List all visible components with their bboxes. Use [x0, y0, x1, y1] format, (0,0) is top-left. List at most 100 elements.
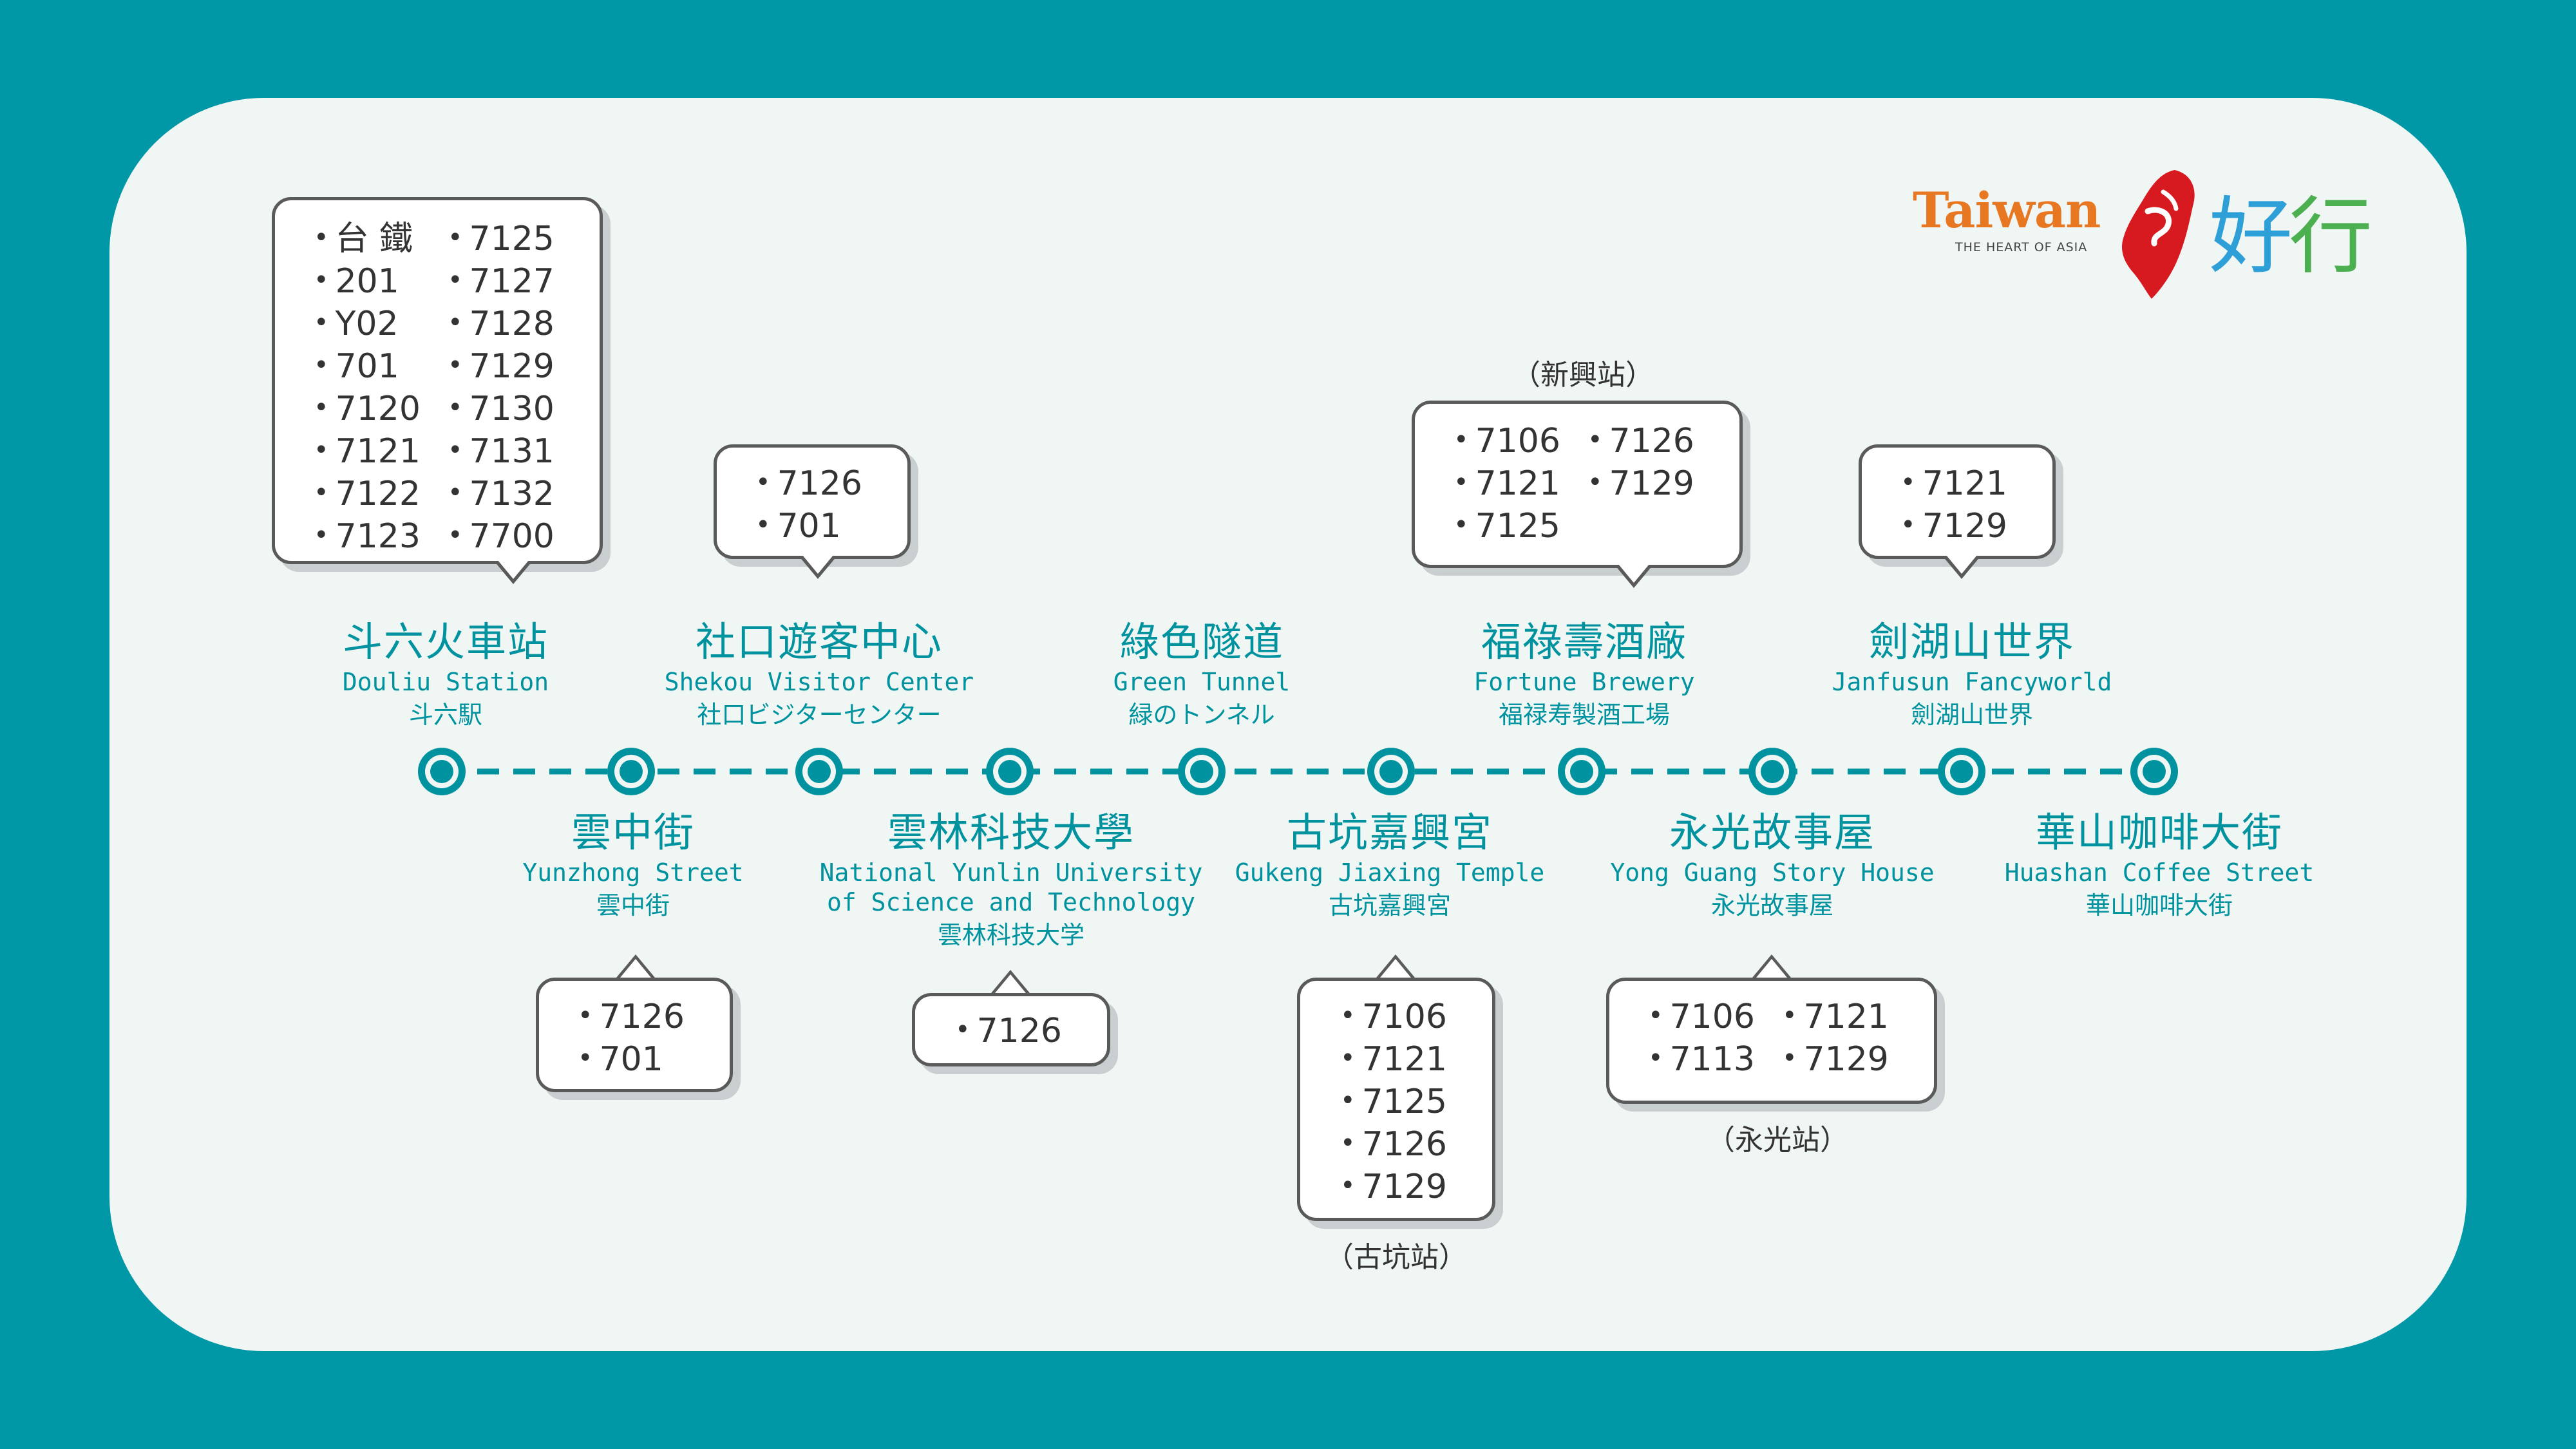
transfer-bubble-yong-guang: 7106 7113 7121 7129 [1606, 954, 1937, 1104]
station-yong-guang: 永光故事屋 Yong Guang Story House 永光故事屋 [1610, 808, 1934, 923]
station-node-dot-6 [1379, 760, 1403, 783]
transfer-route: 7113 [1648, 1037, 1755, 1080]
transfer-route: 7129 [1587, 462, 1694, 504]
station-name-jp: 古坑嘉興宮 [1328, 891, 1451, 920]
transfer-route: 7121 [1900, 462, 2052, 504]
transfer-list: 7121 7129 [1782, 995, 1889, 1080]
station-name-zh: 劍湖山世界 [1868, 618, 2075, 665]
transfer-route: 7126 [1340, 1122, 1492, 1165]
transfer-route: 7106 [1648, 995, 1755, 1037]
transfer-route: 台 鐵 [314, 217, 421, 260]
station-name-en: Douliu Station [342, 668, 549, 696]
transfer-route: 7125 [1454, 504, 1560, 547]
transfer-route: 7121 [1782, 995, 1889, 1037]
transfer-route: 7126 [578, 995, 730, 1037]
transfer-list: 7126 701 [755, 462, 907, 547]
station-name-en: National Yunlin University [819, 858, 1203, 887]
station-node-dot-1 [430, 760, 453, 783]
station-name-jp: 雲林科技大学 [937, 921, 1085, 949]
transfer-route: 7106 [1340, 995, 1492, 1037]
transfer-bubble-shekou: 7126 701 [714, 444, 911, 579]
transfer-list: 7126 7129 [1587, 419, 1694, 547]
transfer-list: 7106 7113 [1648, 995, 1755, 1080]
transfer-route: 201 [314, 260, 421, 302]
transfer-bubble-gukeng: 7106 7121 7125 7126 7129 [1297, 954, 1495, 1221]
transfer-route: 7122 [314, 472, 421, 515]
transfer-route: 7121 [314, 430, 421, 472]
transfer-route: Y02 [314, 302, 421, 345]
transfer-route: 7129 [1782, 1037, 1889, 1080]
station-name-zh: 古坑嘉興宮 [1286, 809, 1493, 856]
station-name-en: Green Tunnel [1113, 668, 1291, 696]
station-name-zh: 綠色隧道 [1119, 618, 1285, 665]
station-node-dot-9 [1950, 760, 1973, 783]
logo-xing: 行 [2289, 187, 2372, 285]
transfer-route: 7129 [1340, 1165, 1492, 1208]
transfer-route: 7126 [955, 1009, 1107, 1052]
logo-brand: Taiwan [1913, 182, 2101, 239]
station-name-en-line2: of Science and Technology [827, 888, 1195, 916]
station-node-dot-5 [1190, 760, 1213, 783]
station-name-en: Yong Guang Story House [1610, 858, 1935, 887]
transfer-list: 台 鐵 201 Y02 701 7120 7121 7122 7123 [314, 217, 421, 557]
transfer-route: 7126 [755, 462, 907, 504]
station-node-dot-2 [620, 760, 643, 783]
transfer-bubble-yuntech: 7126 [912, 970, 1110, 1066]
station-name-en: Fortune Brewery [1473, 668, 1695, 696]
station-name-zh: 永光故事屋 [1669, 809, 1876, 856]
station-gukeng-jiaxing: 古坑嘉興宮 Gukeng Jiaxing Temple 古坑嘉興宮 [1235, 808, 1544, 923]
transfer-route: 7129 [1900, 504, 2052, 547]
transfer-route: 7130 [448, 387, 554, 430]
logo-hao: 好 [2209, 187, 2293, 285]
taiwan-tourist-shuttle-logo: Taiwan THE HEART OF ASIA 好行 [1906, 160, 2409, 308]
transfer-route: 7128 [448, 302, 554, 345]
station-yunzhong: 雲中街 Yunzhong Street 雲中街 [522, 808, 743, 923]
station-name-zh: 雲中街 [571, 809, 696, 856]
stop-note-gukeng: （古坑站） [1325, 1241, 1467, 1274]
transfer-route: 7120 [314, 387, 421, 430]
station-name-en: Yunzhong Street [522, 858, 744, 887]
station-name-jp: 斗六駅 [408, 701, 483, 729]
station-douliu: 斗六火車站 Douliu Station 斗六駅 [343, 617, 549, 733]
station-name-zh: 華山咖啡大街 [2035, 809, 2283, 856]
transfer-route: 7125 [1340, 1080, 1492, 1122]
station-fortune-brewery: 福祿壽酒廠 Fortune Brewery 福禄寿製酒工場 [1473, 617, 1694, 733]
station-name-jp: 華山咖啡大街 [2085, 891, 2233, 920]
station-name-jp: 福禄寿製酒工場 [1498, 701, 1671, 729]
station-node-dot-3 [808, 760, 831, 783]
transfer-route: 7700 [448, 515, 554, 557]
station-name-jp: 雲中街 [596, 891, 670, 920]
transfer-bubble-fortune-brewery: 7106 7121 7125 7126 7129 [1412, 401, 1743, 588]
transfer-route: 7132 [448, 472, 554, 515]
station-name-en: Huashan Coffee Street [2004, 858, 2315, 887]
transfer-route: 7127 [448, 260, 554, 302]
transfer-bubble-yunzhong: 7126 701 [536, 954, 733, 1092]
transfer-route: 701 [755, 504, 907, 547]
station-shekou: 社口遊客中心 Shekou Visitor Center 社口ビジターセンター [665, 617, 974, 733]
station-name-en: Janfusun Fancyworld [1832, 668, 2112, 696]
stop-note-yong-guang: （永光站） [1707, 1124, 1848, 1157]
transfer-list: 7106 7121 7125 [1454, 419, 1560, 547]
transfer-route: 7121 [1340, 1037, 1492, 1080]
station-name-en: Gukeng Jiaxing Temple [1235, 858, 1545, 887]
transfer-list: 7126 701 [578, 995, 730, 1080]
station-huashan: 華山咖啡大街 Huashan Coffee Street 華山咖啡大街 [2005, 808, 2314, 923]
stop-note-xinxing: （新興站） [1512, 359, 1654, 392]
station-node-dot-4 [998, 760, 1021, 783]
transfer-list: 7106 7121 7125 7126 7129 [1340, 995, 1492, 1208]
transfer-route: 7126 [1587, 419, 1694, 462]
station-name-zh: 斗六火車站 [342, 618, 549, 665]
station-node-dot-7 [1570, 760, 1593, 783]
transfer-list: 7121 7129 [1900, 462, 2052, 547]
station-name-jp: 劍湖山世界 [1910, 701, 2033, 729]
station-green-tunnel: 綠色隧道 Green Tunnel 緑のトンネル [1113, 617, 1291, 733]
transfer-route: 7125 [448, 217, 554, 260]
station-yuntech: 雲林科技大學 National Yunlin University of Sci… [820, 808, 1203, 953]
logo-script: 好行 [2209, 169, 2372, 290]
transfer-route: 7106 [1454, 419, 1560, 462]
transfer-list: 7126 [955, 1009, 1107, 1052]
transfer-bubble-douliu: 台 鐵 201 Y02 701 7120 7121 7122 7123 7125… [272, 197, 603, 584]
station-node-dot-8 [1761, 760, 1784, 783]
station-name-en: Shekou Visitor Center [664, 668, 974, 696]
